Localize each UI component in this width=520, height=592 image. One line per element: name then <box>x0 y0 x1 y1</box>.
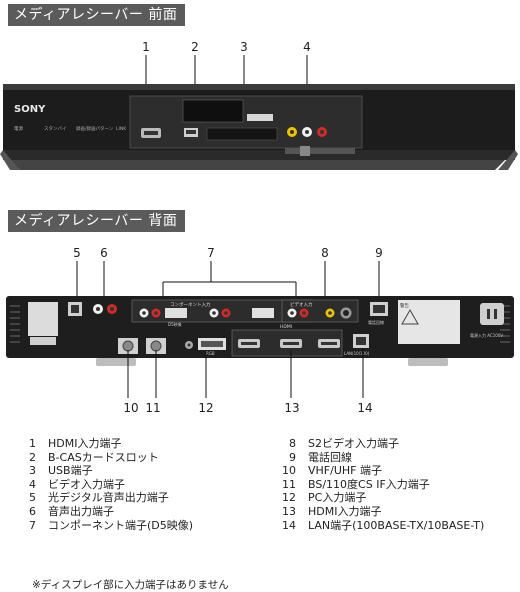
svg-text:D5映像: D5映像 <box>168 321 182 327</box>
warning-sticker <box>398 300 460 344</box>
svg-text:LAN(10/100): LAN(10/100) <box>344 351 370 356</box>
svg-text:RGB: RGB <box>206 351 215 356</box>
svg-text:ビデオ入力: ビデオ入力 <box>290 301 313 308</box>
rear-callout-12: 12 <box>198 401 214 415</box>
rear-section-header: メディアレシーバー 背面 <box>8 210 186 232</box>
d5-port-1-icon <box>165 308 187 318</box>
power-inlet-icon <box>480 303 504 325</box>
rear-callout-14: 14 <box>357 401 373 415</box>
footnote: ※ディスプレイ部に入力端子はありません <box>32 579 229 591</box>
rear-callout-5: 5 <box>73 246 81 260</box>
svg-text:電話回線: 電話回線 <box>368 319 384 325</box>
rear-callout-13: 13 <box>284 401 300 415</box>
front-callout-1: 1 <box>142 40 150 54</box>
front-device-diagram: SONY 電源 スタンバイ 録画/録画パターン LINK <box>0 55 518 170</box>
front-callout-2: 2 <box>191 40 199 54</box>
svg-text:電源入力 AC100V: 電源入力 AC100V <box>470 332 503 338</box>
svg-text:コンポーネント入力: コンポーネント入力 <box>170 301 211 308</box>
rear-callout-7: 7 <box>207 246 215 260</box>
rear-callout-6: 6 <box>100 246 108 260</box>
front-callout-4: 4 <box>303 40 311 54</box>
d5-port-2-icon <box>252 308 274 318</box>
bcas-slot-icon <box>182 99 244 123</box>
label-link: LINK <box>116 126 127 132</box>
bs-cs-connector-icon <box>150 340 162 352</box>
brand-logo: SONY <box>14 104 46 115</box>
front-callout-3: 3 <box>240 40 248 54</box>
front-section-header: メディアレシーバー 前面 <box>8 4 186 26</box>
rear-callout-11: 11 <box>145 401 161 415</box>
svg-text:警告: 警告 <box>400 302 409 309</box>
svg-text:HDMI: HDMI <box>280 324 292 330</box>
rear-callout-8: 8 <box>321 246 329 260</box>
label-record: 録画/録画パターン <box>76 125 114 132</box>
rear-device-diagram: コンポーネント入力 D5映像 ビデオ入力 電話回線 警告 電源入力 AC100V… <box>6 261 514 398</box>
rear-callout-10: 10 <box>123 401 139 415</box>
label-standby: スタンバイ <box>44 125 67 132</box>
rear-callout-9: 9 <box>375 246 383 260</box>
label-power: 電源 <box>14 125 23 132</box>
vhf-uhf-connector-icon <box>122 340 134 352</box>
